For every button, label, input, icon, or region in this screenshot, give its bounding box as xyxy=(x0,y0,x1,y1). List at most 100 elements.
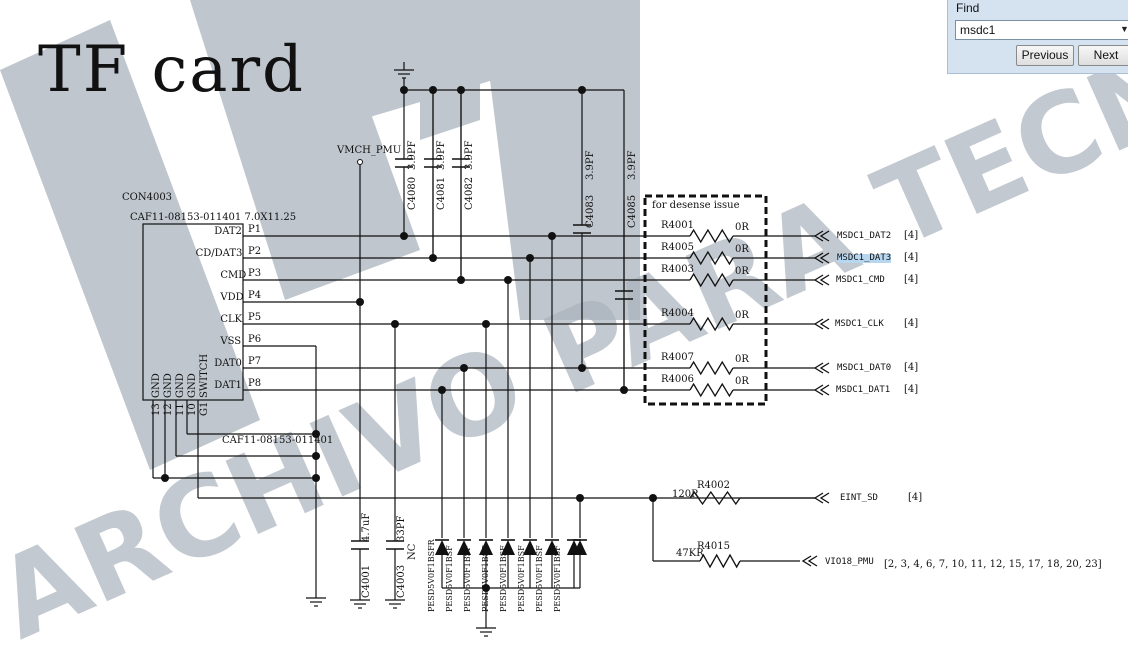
capacitor-ref: C4085 xyxy=(627,194,638,228)
junction-dot xyxy=(400,232,408,240)
watermark-shape xyxy=(0,20,260,470)
capacitor-ref: C4083 xyxy=(585,194,596,228)
capacitor-ref: C4001 xyxy=(361,564,372,598)
capacitor-value: 3.9PF xyxy=(436,140,447,170)
resistor-value: 47KR xyxy=(676,548,704,559)
connector-pin-number: P2 xyxy=(248,246,262,257)
resistor-ref: R4001 xyxy=(661,220,694,231)
capacitor-value: 3.9PF xyxy=(407,140,418,170)
desense-note: for desense issue xyxy=(652,200,740,211)
connector-pin-number: P3 xyxy=(248,268,262,279)
capacitor-value: 3.9PF xyxy=(464,140,475,170)
net-sheet-ref: [2, 3, 4, 6, 7, 10, 11, 12, 15, 17, 18, … xyxy=(884,559,1102,570)
offpage-connector-icon xyxy=(813,252,824,264)
offpage-connector-icon xyxy=(819,384,830,396)
capacitor-ref: C4081 xyxy=(436,176,447,210)
junction-dot xyxy=(578,364,586,372)
connector-pin-name: VDD xyxy=(220,292,244,303)
find-search-input[interactable]: msdc1 xyxy=(955,20,1128,40)
resistor xyxy=(689,272,734,288)
watermark-shape xyxy=(480,0,640,320)
tvs-diode-icon xyxy=(523,540,537,555)
resistor-ref: R4002 xyxy=(697,480,730,491)
previous-button[interactable]: Previous xyxy=(1016,45,1074,66)
resistor-ref: R4006 xyxy=(661,374,694,385)
tvs-diode-icon xyxy=(573,540,587,555)
connector-pin-name: VSS xyxy=(220,336,242,347)
net-sheet-ref: [4] xyxy=(904,274,919,285)
resistor xyxy=(689,360,734,376)
junction-dot xyxy=(312,452,320,460)
resistor-ref: R4005 xyxy=(661,242,694,253)
tvs-part-label: PESD5V0F1BSF xyxy=(499,545,508,612)
connector-bottom-pin-number: 11 xyxy=(175,403,186,416)
connector-pin-name: CMD xyxy=(220,270,247,281)
junction-dot xyxy=(356,298,364,306)
capacitor-value: 3.9PF xyxy=(627,150,638,180)
offpage-connector-icon xyxy=(807,555,818,567)
net-label: MSDC1_DAT3 xyxy=(837,253,892,263)
capacitor-value: 33PF xyxy=(396,515,407,542)
net-sheet-ref: [4] xyxy=(908,492,923,503)
tvs-diode-icon xyxy=(435,540,449,555)
capacitor-ref: C4003 xyxy=(396,564,407,598)
connector-bottom-pin-name: GND xyxy=(187,373,198,398)
power-port xyxy=(357,159,363,165)
connector-bottom-pin-number: G1 xyxy=(199,401,210,416)
connector-pin-number: P8 xyxy=(248,378,262,389)
offpage-connector-icon xyxy=(819,362,830,374)
connector-part-top: CAF11-08153-011401 7.0X11.25 xyxy=(130,212,297,223)
resistor-value: 0R xyxy=(735,244,749,255)
resistor xyxy=(689,228,734,244)
offpage-connector-icon xyxy=(819,274,830,286)
junction-dot xyxy=(312,430,320,438)
offpage-connector-icon xyxy=(819,230,830,242)
connector-part-bottom: CAF11-08153-011401 xyxy=(222,435,334,446)
connector-pin-number: P7 xyxy=(248,356,262,367)
tvs-part-label: PESD5V0F1BSF xyxy=(553,545,562,612)
connector-pin-name: DAT2 xyxy=(214,226,242,237)
watermark-shape xyxy=(420,0,480,140)
offpage-connector-icon xyxy=(819,318,830,330)
net-label: MSDC1_CMD xyxy=(836,275,885,285)
net-sheet-ref: [4] xyxy=(904,230,919,241)
tvs-part-label: PESD5V0F1BSFR xyxy=(427,539,436,612)
capacitor-ref: C4082 xyxy=(464,176,475,210)
resistor-ref: R4004 xyxy=(661,308,694,319)
watermark-shape xyxy=(190,0,420,300)
net-sheet-ref: [4] xyxy=(904,252,919,263)
capacitor-value: 4.7uF xyxy=(361,512,372,542)
net-label: EINT_SD xyxy=(840,493,878,503)
tvs-diode-icon xyxy=(457,540,471,555)
offpage-connector-icon xyxy=(813,362,824,374)
net-sheet-ref: [4] xyxy=(904,362,919,373)
offpage-connector-icon xyxy=(813,318,824,330)
find-title: Find xyxy=(956,1,980,15)
chevron-down-icon[interactable]: ▼ xyxy=(1120,24,1128,34)
junction-dot xyxy=(312,474,320,482)
offpage-connector-icon xyxy=(819,492,830,504)
capacitor-value: 3.9PF xyxy=(585,150,596,180)
net-label: MSDC1_DAT1 xyxy=(836,385,891,395)
resistor xyxy=(689,250,734,266)
tvs-part-label: PESD5V0F1BSF xyxy=(463,545,472,612)
net-label: MSDC1_DAT2 xyxy=(837,231,892,241)
connector-pin-number: P5 xyxy=(248,312,262,323)
connector-pin-name: CLK xyxy=(220,314,243,325)
connector-pin-name: DAT1 xyxy=(214,380,242,391)
resistor-ref: R4007 xyxy=(661,352,694,363)
offpage-connector-icon xyxy=(813,274,824,286)
resistor-value: 120R xyxy=(672,489,699,500)
next-button[interactable]: Next xyxy=(1078,45,1128,66)
tvs-diode-icon xyxy=(479,540,493,555)
offpage-connector-icon xyxy=(801,555,812,567)
offpage-connector-icon xyxy=(813,492,824,504)
connector-body xyxy=(142,223,244,401)
connector-pin-name: CD/DAT3 xyxy=(195,248,243,259)
net-label: MSDC1_CLK xyxy=(835,319,884,329)
tvs-part-label: PESD5V0F1BSF xyxy=(535,545,544,612)
power-label: VMCH_PMU xyxy=(337,145,402,156)
tvs-part-label: PESD5V0F1BSF xyxy=(481,545,490,612)
resistor-value: 0R xyxy=(735,354,749,365)
